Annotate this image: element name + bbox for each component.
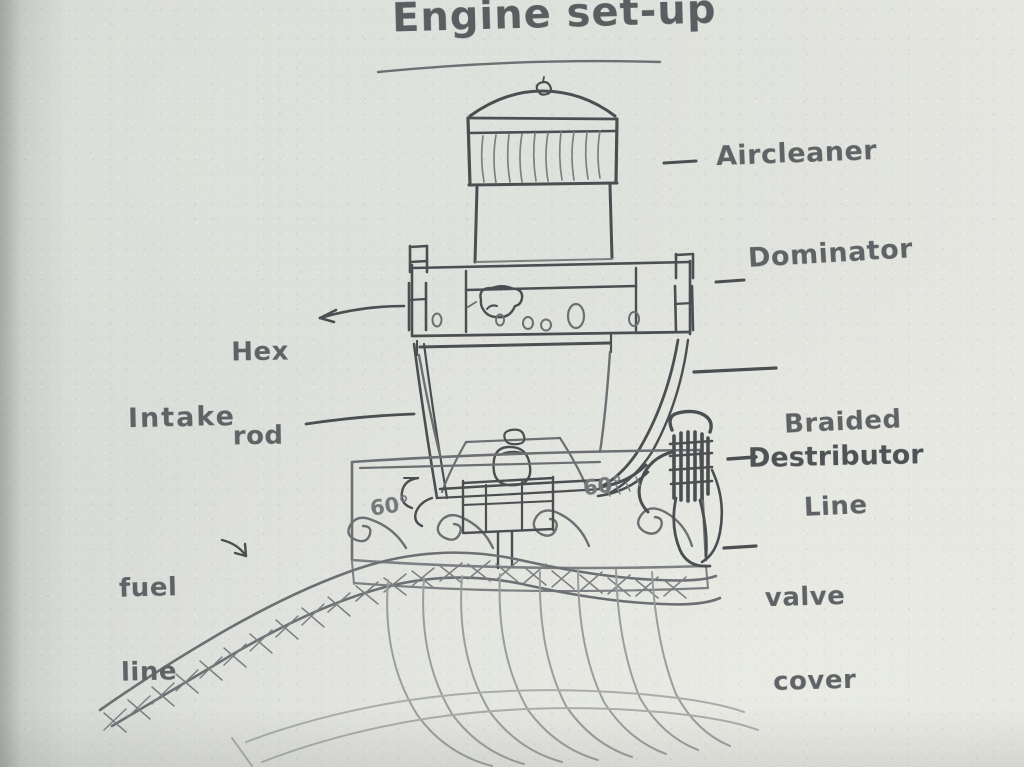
title-underline [376, 59, 662, 74]
engine-block-drawing [347, 448, 710, 593]
fuel-line-drawing [98, 551, 722, 733]
dominator-carb-drawing [410, 259, 692, 357]
intake-manifold-drawing [417, 350, 612, 494]
header-pipes-drawing [231, 569, 759, 767]
braided-line-drawing [596, 463, 650, 498]
aircleaner-drawing [466, 76, 619, 264]
leader-lines [220, 159, 778, 558]
hex-rod-drawing [407, 244, 695, 528]
distributor-drawing [637, 409, 724, 568]
